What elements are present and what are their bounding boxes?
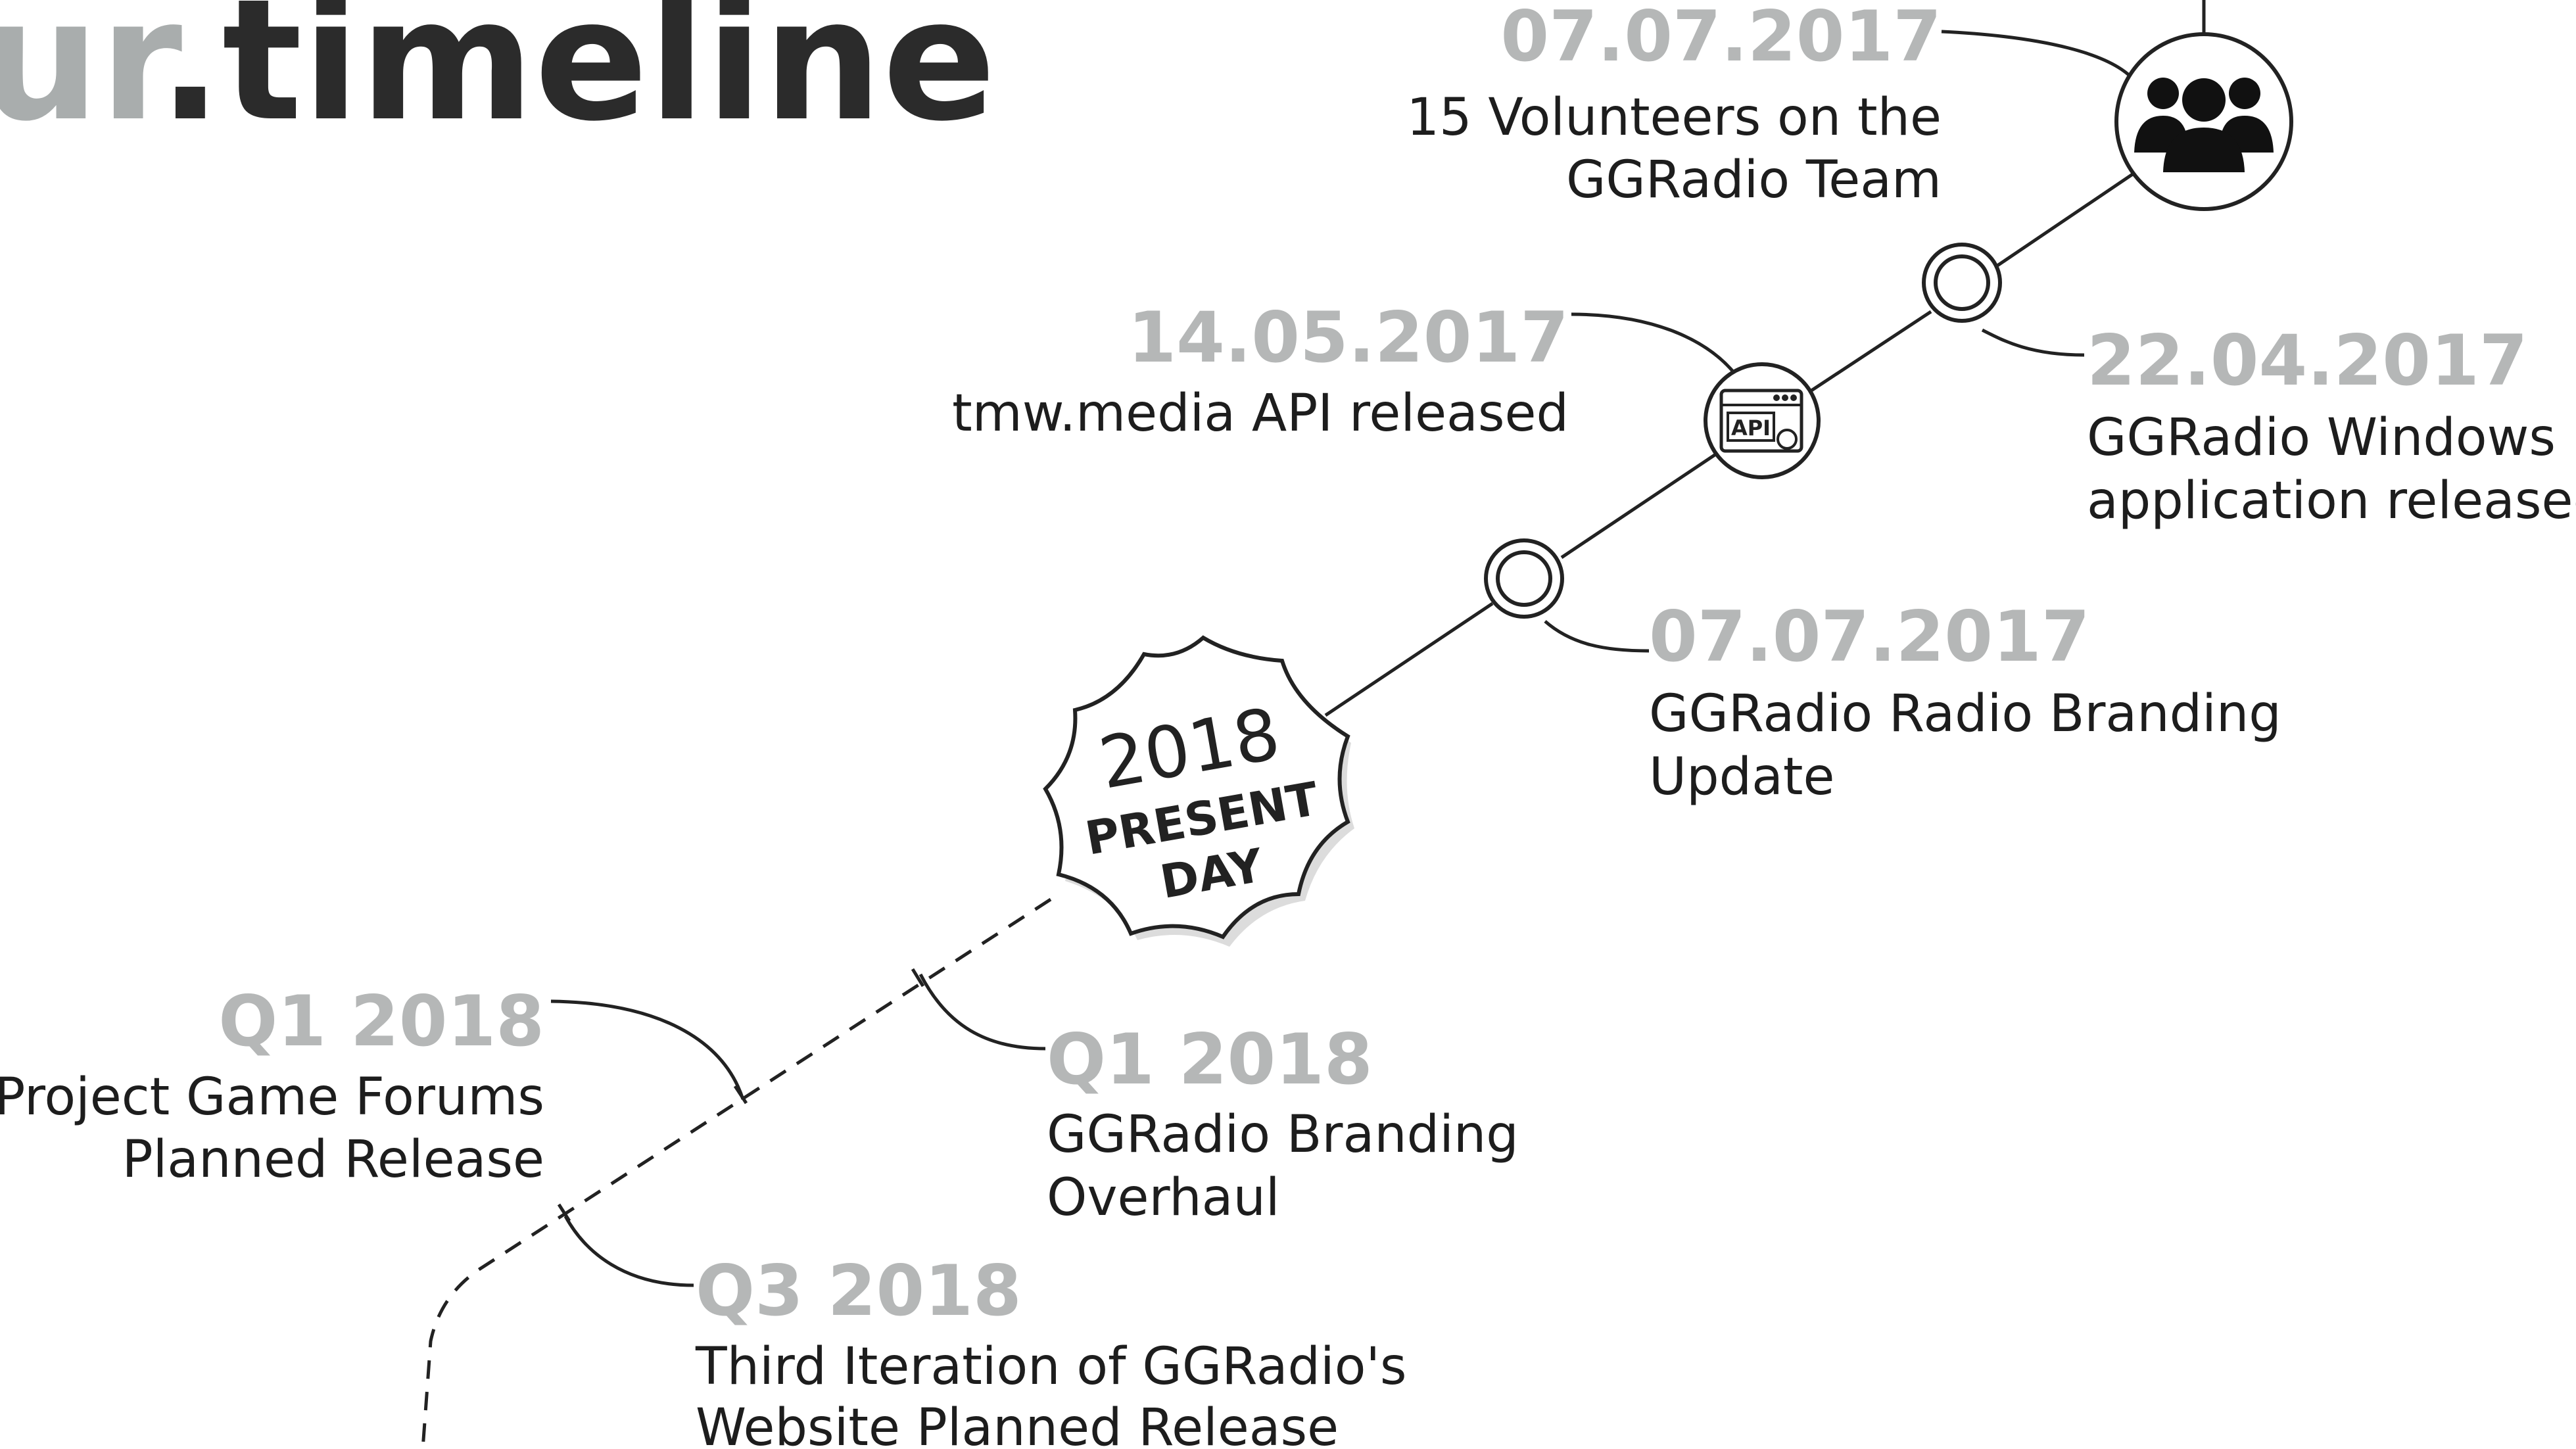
event-label-branding-update: 07.07.2017 GGRadio Radio Branding Update <box>1649 596 2281 807</box>
event-date: 07.07.2017 <box>1649 596 2090 677</box>
event-desc-line: Third Iteration of GGRadio's <box>695 1337 1407 1396</box>
hollow-ring-icon <box>1484 538 1564 619</box>
event-desc-line: GGRadio Team <box>1566 151 1942 210</box>
event-desc-line: Project Game Forums <box>0 1068 544 1127</box>
event-desc-line: GGRadio Branding <box>1047 1105 1519 1164</box>
event-date: 07.07.2017 <box>1500 0 1942 77</box>
event-label-team: 07.07.2017 15 Volunteers on the GGRadio … <box>1406 0 1942 210</box>
page-title: ur.timeline <box>0 0 996 158</box>
event-desc-line: Planned Release <box>122 1130 544 1189</box>
title-prefix: ur <box>0 0 183 158</box>
api-window-icon: API <box>1719 389 1803 453</box>
title-word: timeline <box>222 0 996 158</box>
label-connectors <box>550 30 2140 1287</box>
event-desc-line: GGRadio Windows <box>2087 408 2556 467</box>
event-desc-line: 15 Volunteers on the <box>1406 88 1942 147</box>
timeline-solid-line <box>1324 0 2206 717</box>
svg-text:API: API <box>1731 416 1771 440</box>
event-desc-line: tmw.media API released <box>952 384 1569 443</box>
event-date: 14.05.2017 <box>1128 297 1569 378</box>
event-desc-line: Overhaul <box>1047 1168 1280 1227</box>
event-label-branding-overhaul: Q1 2018 GGRadio Branding Overhaul <box>1047 1019 1519 1227</box>
event-desc-line: Website Planned Release <box>696 1398 1339 1449</box>
api-node: API <box>1704 362 1821 479</box>
timeline-dashed-line <box>421 897 1052 1449</box>
hollow-ring-icon <box>1922 243 2002 323</box>
event-desc-line: application released <box>2087 471 2576 531</box>
event-date: Q1 2018 <box>218 981 544 1062</box>
event-desc-line: Update <box>1649 748 1834 807</box>
event-desc-line: GGRadio Radio Branding <box>1649 684 2281 744</box>
event-label-forums: Q1 2018 Project Game Forums Planned Rele… <box>0 981 544 1189</box>
group-people-icon <box>2134 78 2274 172</box>
team-node <box>2114 32 2293 211</box>
event-label-api: 14.05.2017 tmw.media API released <box>952 297 1569 443</box>
dashed-ticks <box>557 968 925 1222</box>
event-date: Q3 2018 <box>696 1250 1022 1331</box>
present-day-badge: 2018 PRESENT DAY <box>1043 635 1354 947</box>
title-dot: . <box>158 0 222 158</box>
event-label-windows-app: 22.04.2017 GGRadio Windows application r… <box>2087 320 2576 531</box>
event-date: Q1 2018 <box>1047 1019 1373 1100</box>
badge-shape <box>1043 635 1350 939</box>
event-date: 22.04.2017 <box>2087 320 2528 401</box>
event-label-website: Q3 2018 Third Iteration of GGRadio's Web… <box>695 1250 1407 1449</box>
